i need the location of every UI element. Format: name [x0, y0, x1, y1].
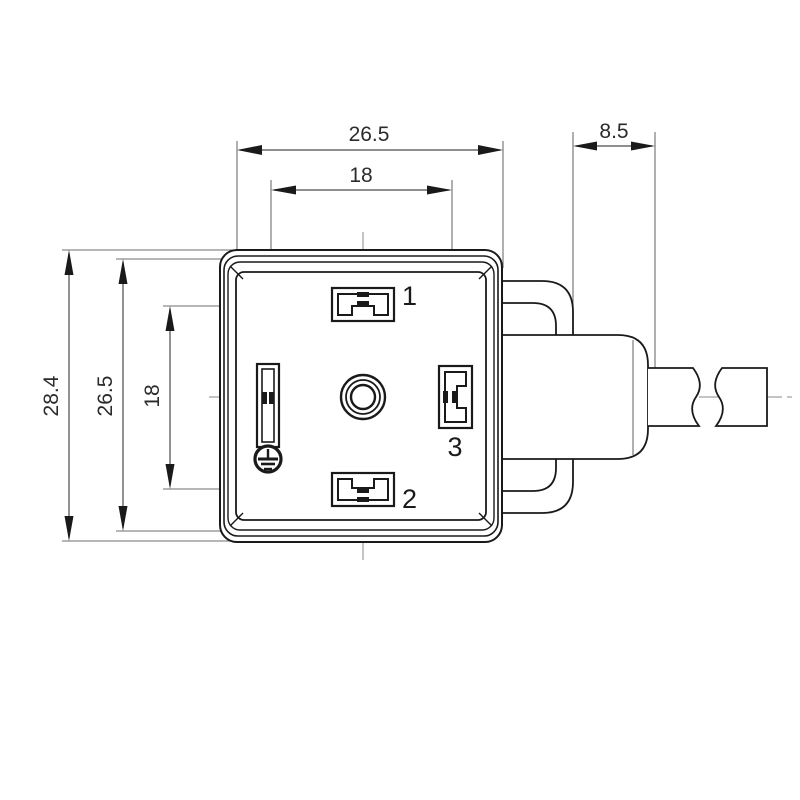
terminal-2-blade-lower: [357, 497, 369, 502]
body-corner-chamfers: [229, 265, 493, 527]
dim-label-height-inner: 26.5: [94, 376, 117, 417]
cable-gland-assembly: [496, 280, 768, 514]
terminal-3-blade-left: [443, 391, 448, 403]
terminal-2-blade-upper: [357, 488, 369, 493]
terminal-2-label: 2: [402, 484, 417, 514]
gland-barrel: [496, 334, 649, 460]
concentric-circle-boss-icon: [339, 373, 387, 421]
dim-label-cable-gland: 8.5: [599, 120, 628, 143]
ground-blade-left: [262, 392, 267, 404]
terminal-3: 3: [437, 364, 474, 462]
earth-ground-icon: [253, 444, 283, 474]
cable-continuation: [714, 367, 768, 427]
dimension-arrowheads: [64, 141, 655, 541]
dim-label-height-overall: 28.4: [40, 375, 63, 416]
terminal-1-blade-upper: [357, 292, 369, 297]
dim-label-width-overall: 26.5: [349, 123, 390, 146]
terminal-1-label: 1: [402, 281, 417, 311]
terminal-3-blade-right: [452, 391, 457, 403]
cable-stub: [648, 367, 701, 427]
body-flange-outline: [223, 255, 499, 537]
ground-slot-inner: [261, 368, 275, 443]
terminal-1: 1: [330, 281, 417, 323]
dimension-measure-lines: [68, 145, 652, 538]
terminal-3-label: 3: [447, 432, 462, 462]
ground-terminal: [253, 362, 283, 474]
terminal-1-blade-lower: [357, 301, 369, 306]
dim-label-width-inner: 18: [349, 164, 372, 187]
ground-blade-right: [269, 392, 274, 404]
body-second-flange-outline: [227, 261, 495, 531]
terminal-2: 2: [330, 471, 417, 514]
dim-label-height-pins: 18: [141, 384, 164, 407]
